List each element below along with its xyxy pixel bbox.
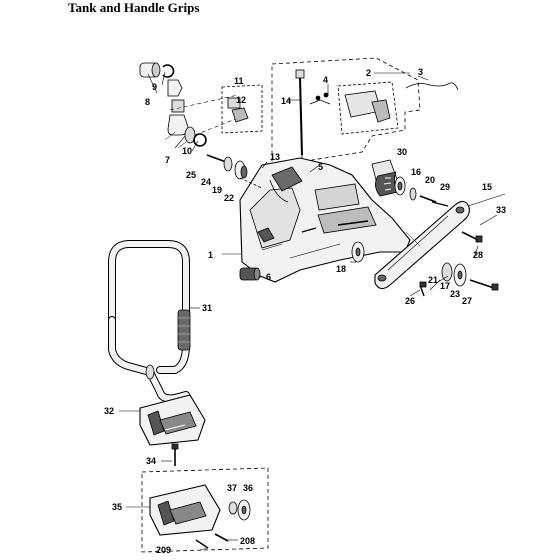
callout-21: 21 xyxy=(428,275,438,285)
callout-24: 24 xyxy=(201,177,211,187)
grommet-6 xyxy=(239,267,261,281)
callout-22: 22 xyxy=(224,193,234,203)
callout-2: 2 xyxy=(366,68,371,78)
callout-5: 5 xyxy=(318,162,323,172)
callout-15: 15 xyxy=(482,182,492,192)
damper-17-21-23 xyxy=(441,262,499,291)
screw-208 xyxy=(214,533,229,542)
callout-33: 33 xyxy=(496,205,506,215)
callout-26: 26 xyxy=(405,296,415,306)
fuel-fitting-group xyxy=(139,62,239,149)
damper-18 xyxy=(351,241,365,263)
throttle-cable xyxy=(405,82,459,91)
callout-1: 1 xyxy=(208,250,213,260)
damper-30 xyxy=(371,159,437,203)
screw-28 xyxy=(461,231,483,243)
screw-stack-left xyxy=(206,154,263,189)
callout-31: 31 xyxy=(202,303,212,313)
handle-bracket-arm xyxy=(374,200,470,290)
callout-30: 30 xyxy=(397,147,407,157)
callout-18: 18 xyxy=(336,264,346,274)
front-handle-31 xyxy=(108,240,191,403)
callout-25: 25 xyxy=(186,170,196,180)
callout-29: 29 xyxy=(440,182,450,192)
callout-36: 36 xyxy=(243,483,253,493)
leader-lines xyxy=(119,71,506,551)
callout-14: 14 xyxy=(281,96,291,106)
callout-34: 34 xyxy=(146,456,156,466)
callout-12: 12 xyxy=(236,95,246,105)
callout-19: 19 xyxy=(212,185,222,195)
callout-13: 13 xyxy=(270,152,280,162)
callout-labels: 1 2 3 4 5 6 7 8 9 10 11 12 13 14 15 16 1… xyxy=(104,67,506,555)
screw-34 xyxy=(171,443,179,466)
callout-20: 20 xyxy=(425,175,435,185)
diagram-title: Tank and Handle Grips xyxy=(68,0,200,15)
callout-27: 27 xyxy=(462,296,472,306)
callout-28: 28 xyxy=(473,250,483,260)
fuel-tank-body xyxy=(239,157,411,283)
callout-3: 3 xyxy=(418,67,423,77)
callout-32: 32 xyxy=(104,406,114,416)
callout-35: 35 xyxy=(112,502,122,512)
handle-mount-32 xyxy=(139,394,206,446)
screw-26 xyxy=(419,281,427,297)
callout-209: 209 xyxy=(156,545,171,555)
callout-10: 10 xyxy=(182,146,192,156)
callout-6: 6 xyxy=(266,272,271,282)
callout-23: 23 xyxy=(450,289,460,299)
callout-17: 17 xyxy=(440,281,450,291)
callout-4: 4 xyxy=(323,75,328,85)
callout-208: 208 xyxy=(240,536,255,546)
callout-37: 37 xyxy=(227,483,237,493)
screw-29 xyxy=(431,201,449,207)
callout-16: 16 xyxy=(411,167,421,177)
callout-9: 9 xyxy=(152,82,157,92)
bracket-11-12 xyxy=(221,84,263,134)
lower-mount-assembly xyxy=(141,467,269,553)
callout-11: 11 xyxy=(234,76,244,86)
callout-8: 8 xyxy=(145,97,150,107)
callout-7: 7 xyxy=(165,155,170,165)
